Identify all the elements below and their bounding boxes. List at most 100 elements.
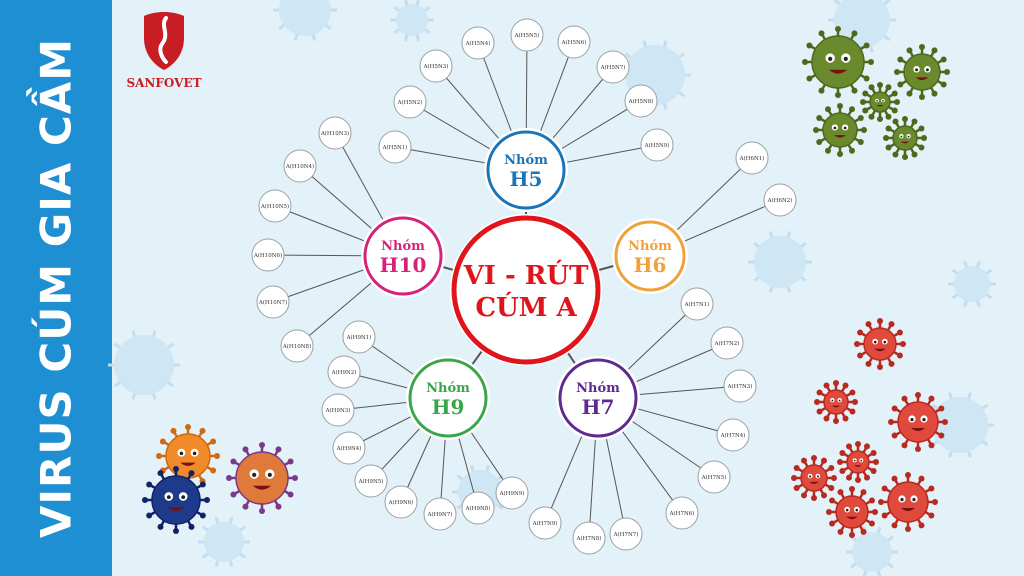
group-name: H9 (432, 395, 465, 419)
red-virus-icon (826, 486, 878, 538)
red-virus-icon (878, 472, 938, 532)
subtype-node (332, 431, 366, 465)
decor-virus-icon (198, 516, 250, 568)
subtype-label: A(H7N6) (669, 510, 695, 517)
shield-icon (144, 12, 184, 70)
subtype-label: A(H9N1) (346, 334, 372, 341)
group-node-h7 (558, 358, 638, 438)
subtype-label: A(H7N3) (727, 383, 753, 390)
subtype-label: A(H9N6) (388, 499, 414, 506)
nodes-layer: A(H5N1)A(H5N2)A(H5N3)A(H5N4)A(H5N5)A(H5N… (251, 18, 797, 555)
sidebar-banner: VIRUS CÚM GIA CẦM (0, 0, 112, 576)
subtype-node (572, 521, 606, 555)
subtype-label: A(H7N9) (532, 520, 558, 527)
subtype-label: A(H5N1) (382, 144, 408, 151)
subtype-label: A(H7N1) (684, 301, 710, 308)
center-title-line1: VI - RÚT (463, 259, 590, 291)
subtype-node (723, 369, 757, 403)
subtype-node (283, 149, 317, 183)
subtype-label: A(H7N2) (714, 340, 740, 347)
center-title-line2: CÚM A (475, 291, 577, 323)
subtype-node (495, 476, 529, 510)
subtype-node (258, 189, 292, 223)
red-virus-icon (814, 380, 858, 424)
group-label: Nhóm (381, 239, 425, 254)
logo-text: SANFOVET (126, 76, 202, 90)
subtype-node (624, 84, 658, 118)
subtype-node (557, 25, 591, 59)
blue-virus-icon (142, 466, 210, 534)
subtype-label: A(H9N4) (336, 445, 362, 452)
subtype-node (318, 116, 352, 150)
sanfovet-logo: SANFOVET (112, 0, 216, 110)
subtype-label: A(H9N3) (325, 407, 351, 414)
group-node-h5 (486, 130, 566, 210)
subtype-label: A(H7N7) (613, 531, 639, 538)
subtype-node (680, 287, 714, 321)
group-label: Nhóm (504, 153, 548, 168)
purple-virus-icon (226, 442, 298, 514)
group-label: Nhóm (576, 381, 620, 396)
green-virus-icon (802, 26, 874, 98)
subtype-node (384, 485, 418, 519)
subtype-node (327, 355, 361, 389)
subtype-label: A(H10N8) (282, 343, 311, 350)
group-node-h6 (614, 220, 686, 292)
group-label: Nhóm (426, 381, 470, 396)
decor-virus-icon (828, 0, 896, 53)
subtype-label: A(H10N6) (253, 252, 282, 259)
subtype-node (710, 326, 744, 360)
green-virus-icon (894, 44, 950, 100)
green-virus-icon (883, 116, 927, 160)
subtype-label: A(H10N5) (260, 203, 289, 210)
subtype-label: A(H10N4) (285, 163, 314, 170)
subtype-label: A(H7N5) (701, 474, 727, 481)
group-name: H6 (634, 253, 667, 277)
subtype-label: A(H10N7) (258, 299, 287, 306)
subtype-node (321, 393, 355, 427)
subtype-node (510, 18, 544, 52)
subtype-label: A(H6N2) (767, 197, 793, 204)
subtype-node (342, 320, 376, 354)
subtype-node (354, 464, 388, 498)
subtype-node (423, 497, 457, 531)
subtype-label: A(H5N7) (600, 64, 626, 71)
decor-virus-icon (390, 0, 434, 42)
group-node-h10 (363, 216, 443, 296)
group-node-h9 (408, 358, 488, 438)
decor-virus-icon (108, 330, 180, 400)
subtype-label: A(H5N2) (397, 99, 423, 106)
subtype-node (280, 329, 314, 363)
decor-virus-icon (926, 392, 994, 458)
subtype-label: A(H6N1) (739, 155, 765, 162)
subtype-label: A(H9N7) (427, 511, 453, 518)
green-virus-icon (813, 103, 867, 157)
subtype-node (596, 50, 630, 84)
subtype-node (251, 238, 285, 272)
subtype-node (419, 49, 453, 83)
subtype-label: A(H5N8) (628, 98, 654, 105)
red-virus-icon (854, 318, 906, 370)
subtype-label: A(H9N5) (358, 478, 384, 485)
subtype-node (735, 141, 769, 175)
decor-virus-icon (846, 526, 898, 576)
red-virus-icon (791, 455, 837, 501)
subtype-node (665, 496, 699, 530)
decor-virus-icon (948, 260, 996, 308)
subtype-node (609, 517, 643, 551)
subtype-label: A(H5N3) (423, 63, 449, 70)
subtype-node (716, 418, 750, 452)
subtype-node (697, 460, 731, 494)
subtype-label: A(H9N2) (331, 369, 357, 376)
center-node (451, 215, 601, 365)
subtype-label: A(H7N8) (576, 535, 602, 542)
subtype-node (640, 128, 674, 162)
subtype-label: A(H9N9) (499, 490, 525, 497)
group-name: H7 (582, 395, 615, 419)
subtype-node (763, 183, 797, 217)
subtype-node (528, 506, 562, 540)
subtype-label: A(H9N8) (465, 505, 491, 512)
subtype-node (393, 85, 427, 119)
red-virus-icon (888, 392, 948, 452)
